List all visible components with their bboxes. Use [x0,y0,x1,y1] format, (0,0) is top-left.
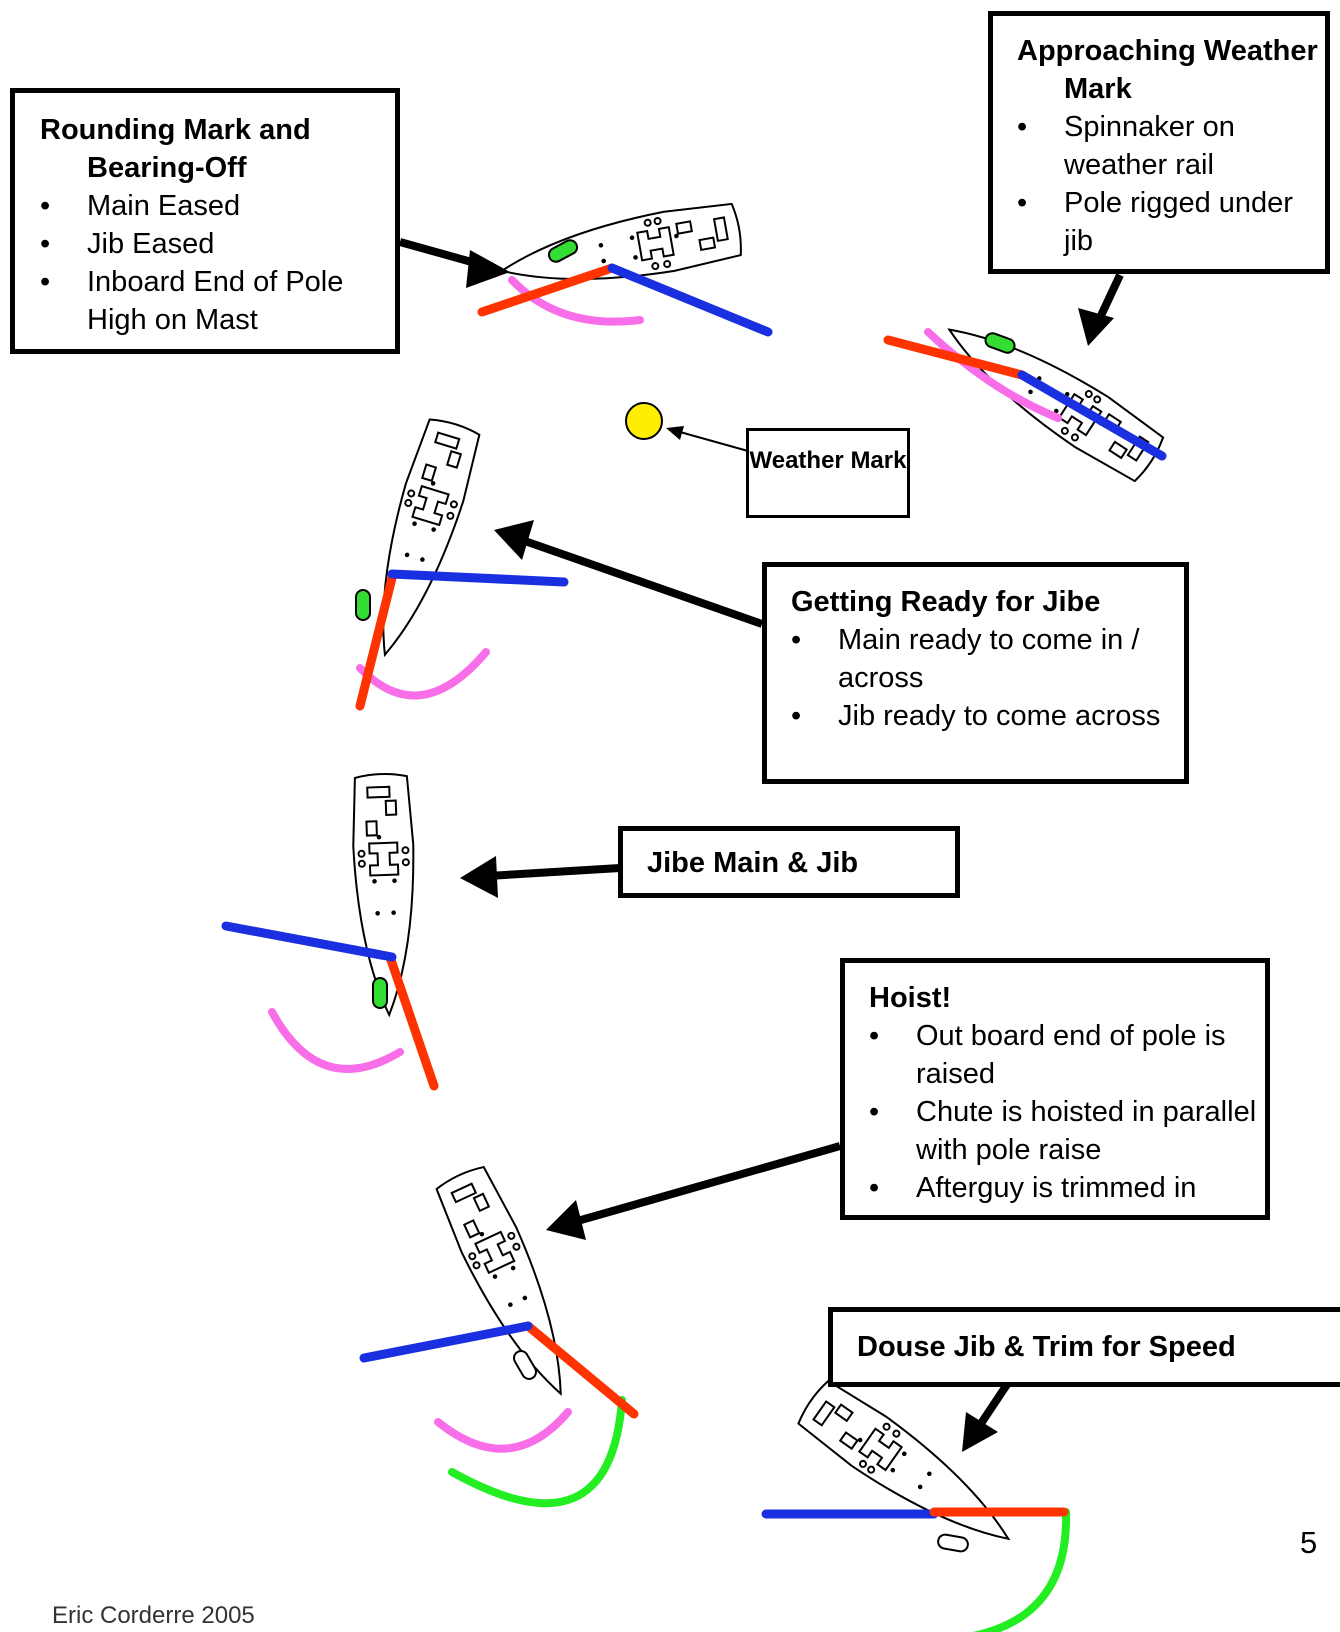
callout-arrows [398,238,1124,1452]
getting-ready-item: Main ready to come in / across [791,621,1184,697]
getting-ready-title: Getting Ready for Jibe [791,586,1101,618]
rounding-mark-box: Rounding Mark and Bearing-Off Main Eased… [10,88,400,354]
approaching-title: Approaching Weather Mark [1017,35,1318,105]
weather-mark-label: Weather Mark [749,447,907,474]
douse-box: Douse Jib & Trim for Speed [828,1307,1340,1387]
weather-mark-box: Weather Mark [746,428,910,518]
getting-ready-item: Jib ready to come across [791,697,1184,735]
jibe-title: Jibe Main & Jib [647,847,859,879]
rounding-mark-item: Main Eased [40,187,395,225]
weather-mark-buoy [625,402,663,440]
boat-douse [761,1375,1071,1632]
getting-ready-box: Getting Ready for Jibe Main ready to com… [762,562,1189,784]
rounding-mark-title: Rounding Mark and Bearing-Off [40,114,311,184]
hoist-item: Chute is hoisted in parallel with pole r… [869,1093,1265,1169]
hoist-item: Afterguy is trimmed in [869,1169,1265,1207]
approaching-item: Spinnaker on weather rail [1017,108,1325,184]
rounding-mark-item: Inboard End of Pole High on Mast [40,263,395,339]
footer-credit: Eric Corderre 2005 [52,1602,255,1629]
hoist-item: Out board end of pole is raised [869,1017,1265,1093]
boat-approaching [883,303,1169,488]
rounding-mark-item: Jib Eased [40,225,395,263]
douse-title: Douse Jib & Trim for Speed [857,1331,1236,1363]
boat-hoist [359,1161,639,1508]
boat-jibe [221,772,439,1091]
approaching-box: Approaching Weather Mark Spinnaker on we… [988,11,1330,274]
page-number: 5 [1300,1525,1318,1560]
hoist-title: Hoist! [869,982,952,1014]
jibe-box: Jibe Main & Jib [618,826,960,898]
hoist-box: Hoist! Out board end of pole is raised C… [840,958,1270,1220]
approaching-item: Pole rigged under jib [1017,184,1325,260]
boat-getting-ready [355,414,569,711]
boat-rounding [477,198,773,337]
